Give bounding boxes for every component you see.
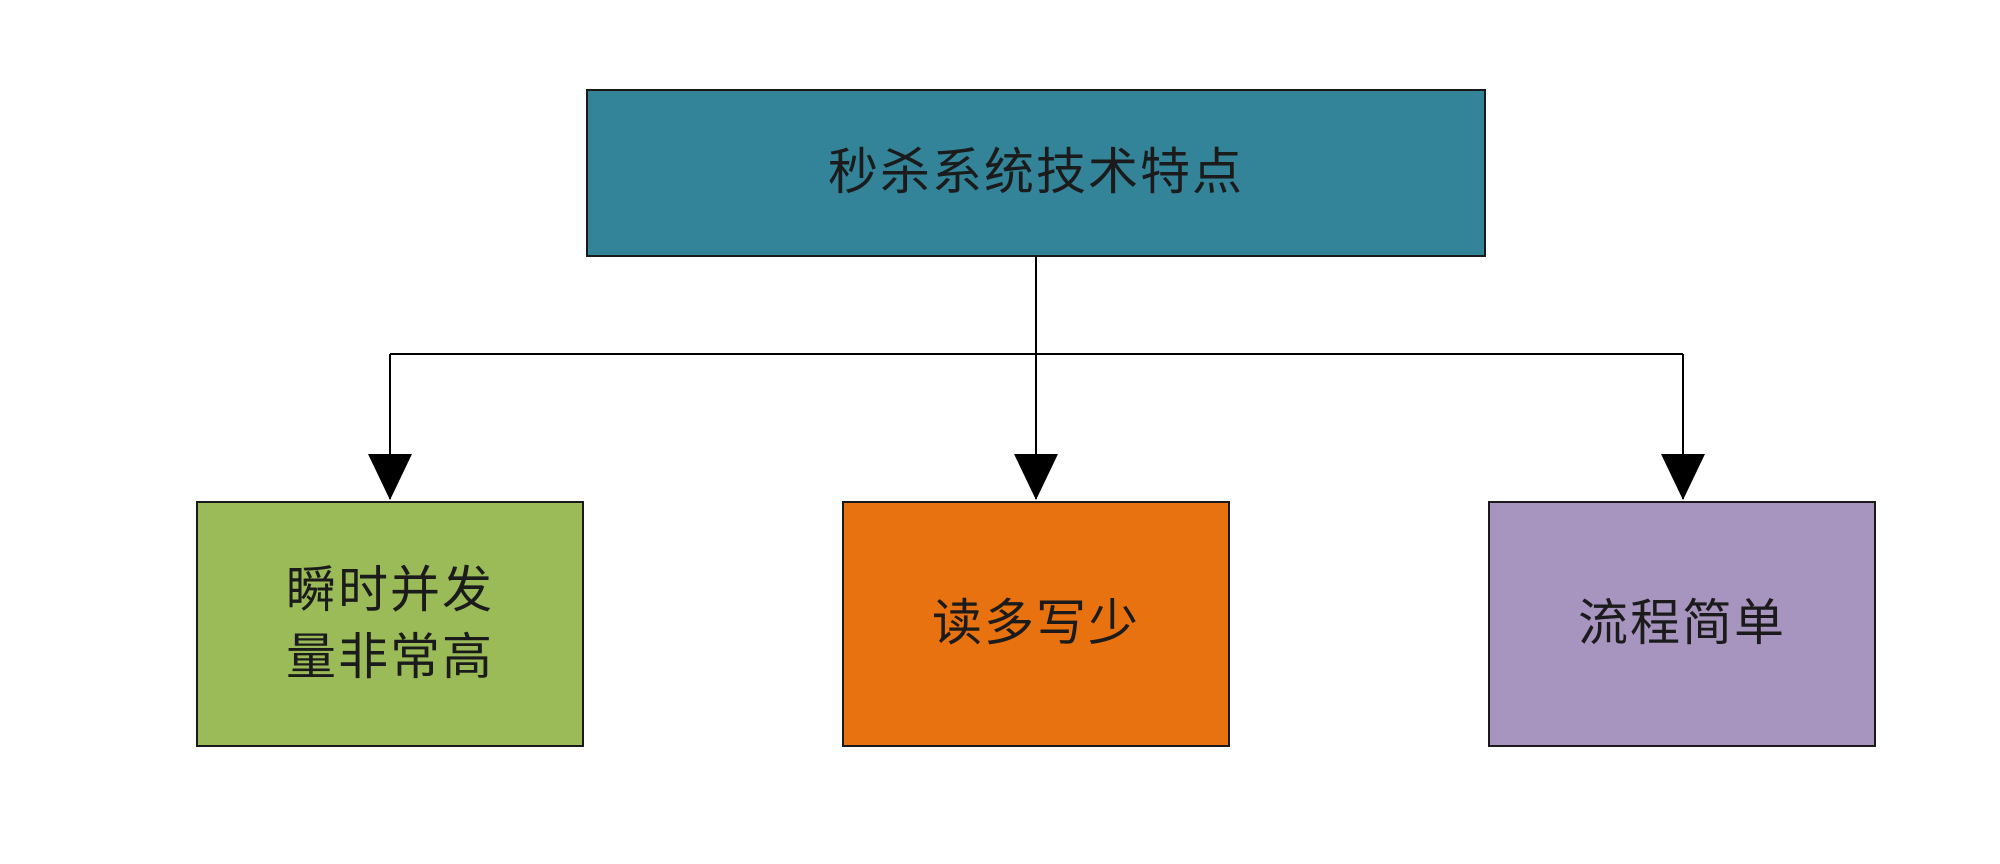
root-node-label: 秒杀系统技术特点 [828,143,1244,202]
child-node-label-middle: 读多写少 [932,594,1140,653]
child-node-box-middle: 读多写少 [842,501,1230,747]
child-node-label-right: 流程简单 [1578,594,1786,653]
arrowhead-left-icon [368,454,412,500]
child-node-box-left: 瞬时并发 量非常高 [196,501,584,747]
child-node-box-right: 流程简单 [1488,501,1876,747]
arrowhead-right-icon [1661,454,1705,500]
child-node-label-left: 瞬时并发 量非常高 [286,560,494,687]
root-node-box: 秒杀系统技术特点 [586,89,1486,257]
arrowhead-middle-icon [1014,454,1058,500]
